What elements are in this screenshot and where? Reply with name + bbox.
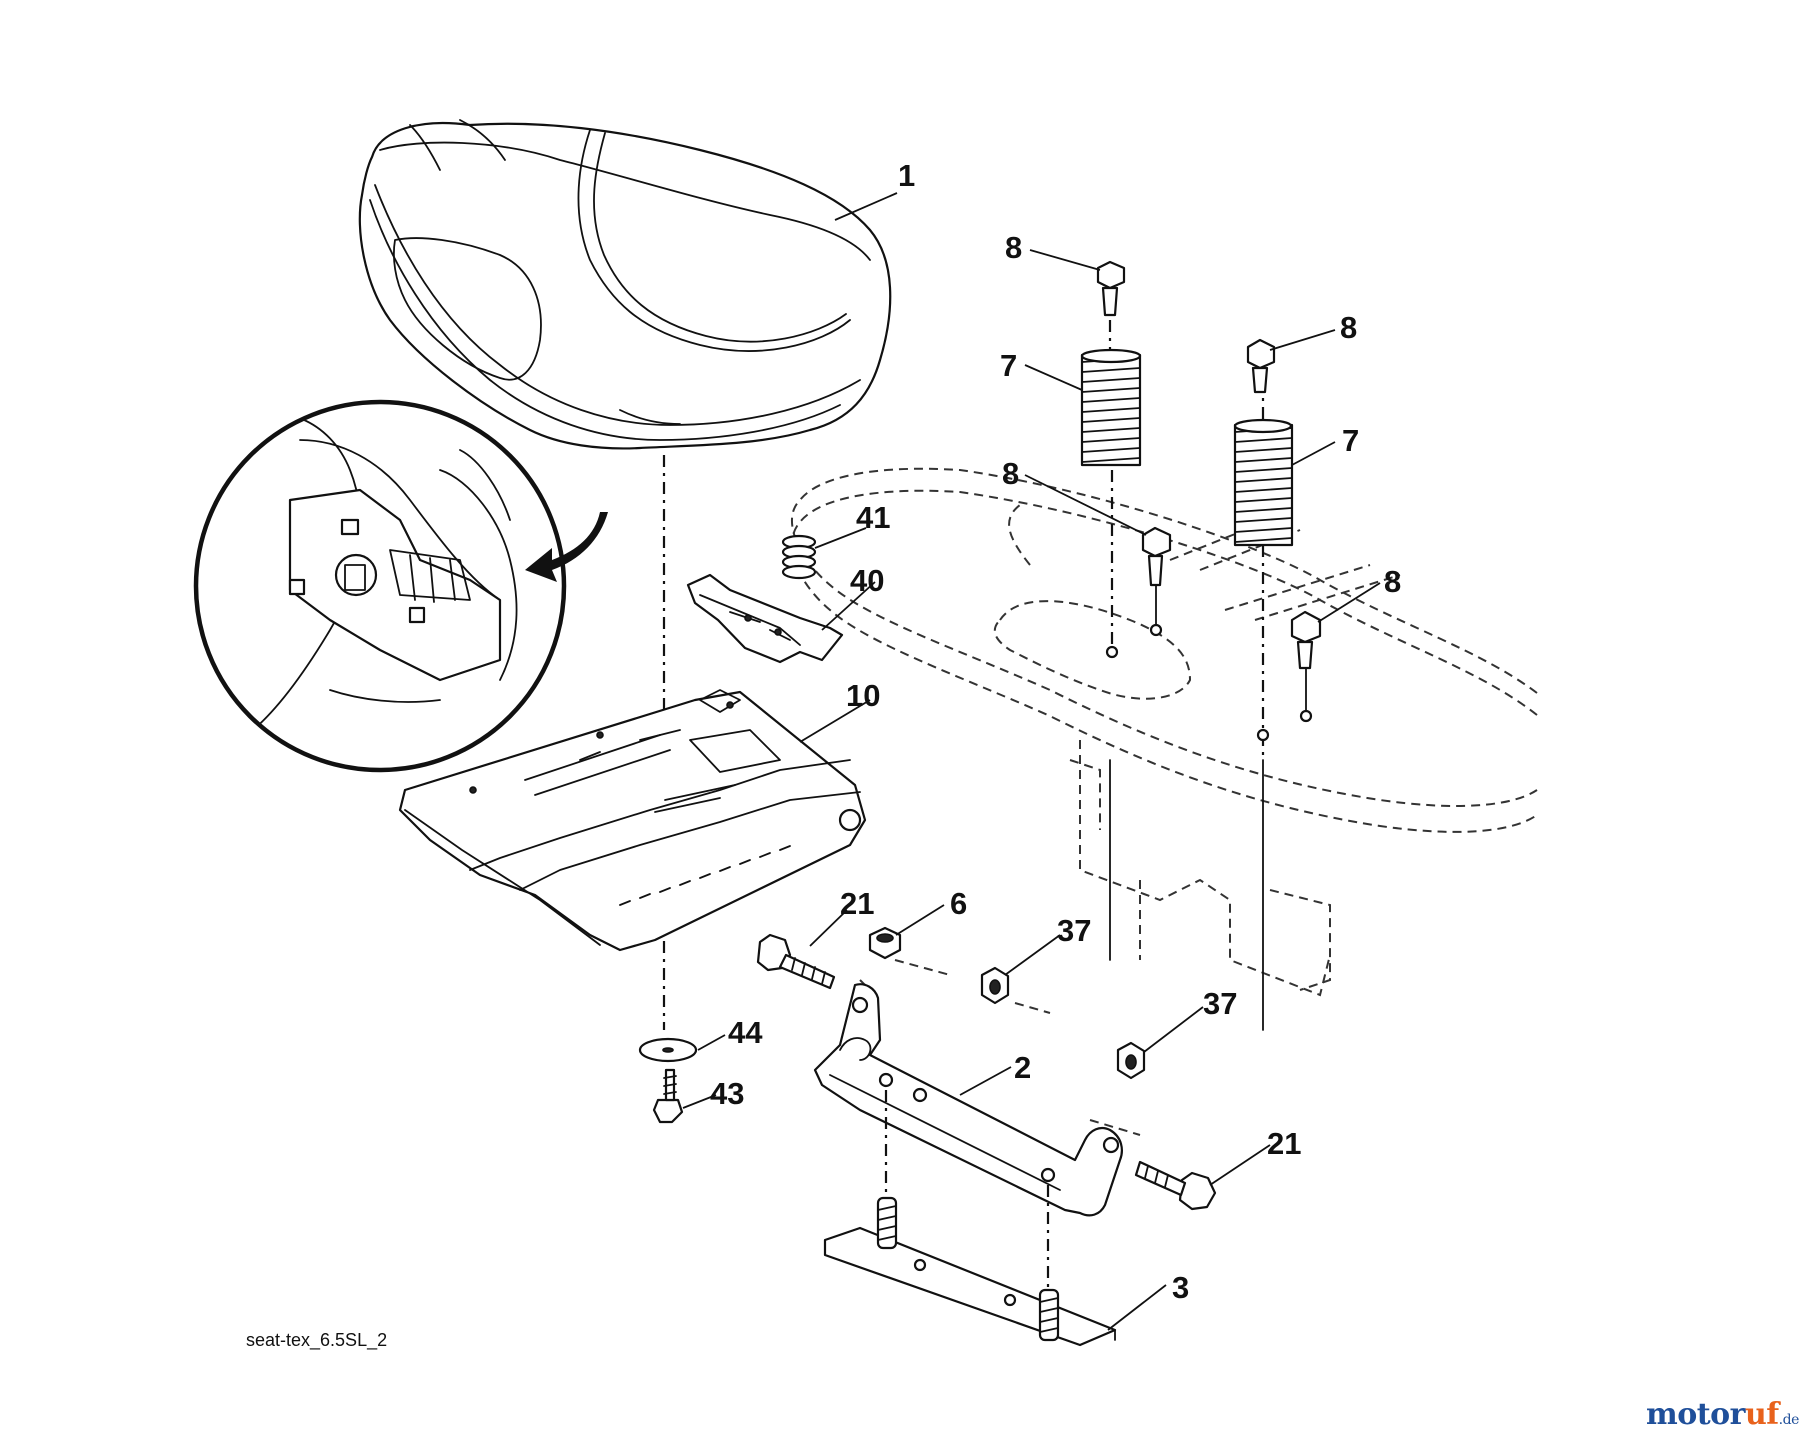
slide <box>686 573 844 664</box>
callout-spring-right: 7 <box>1342 423 1360 458</box>
nut-mid <box>980 966 1010 1005</box>
watermark-logo: motoruf.de <box>1646 1397 1799 1432</box>
nut-top <box>868 926 902 960</box>
bolt-top-left <box>1096 260 1126 317</box>
callout-nut-lower: 37 <box>1203 986 1238 1021</box>
screw <box>652 1068 684 1124</box>
bolt-mid-right <box>1290 610 1322 670</box>
callout-nut-mid: 37 <box>1057 913 1092 948</box>
callout-bolt-mid-left: 8 <box>1002 456 1020 491</box>
callout-screw: 43 <box>710 1076 745 1111</box>
callout-bolt-top-left: 8 <box>1005 230 1023 265</box>
callout-small-spring: 41 <box>856 500 891 535</box>
small-spring <box>781 534 817 580</box>
bolt-left <box>756 933 836 990</box>
callout-nut-top: 6 <box>950 886 968 921</box>
washer <box>638 1037 698 1063</box>
callout-bolt-left: 21 <box>840 886 875 921</box>
assembly-lines <box>859 959 1051 1014</box>
callout-mount-plate: 3 <box>1172 1270 1190 1305</box>
callout-bolt-right: 21 <box>1267 1126 1302 1161</box>
stud-left <box>876 1196 898 1250</box>
bolt-top-right <box>1246 338 1276 394</box>
seat-pan-slots <box>619 845 791 906</box>
bolt-mid-left <box>1141 526 1172 587</box>
callout-slide: 40 <box>850 563 885 598</box>
callout-spring-left: 7 <box>1000 348 1018 383</box>
mount-plate <box>823 1196 1117 1347</box>
watermark-brand: motor <box>1646 1397 1745 1432</box>
detail-view <box>193 399 608 773</box>
diagram-code: seat-tex_6.5SL_2 <box>246 1330 388 1350</box>
seat-pan <box>398 689 867 952</box>
seat-bracket <box>813 983 1123 1217</box>
seat <box>358 119 892 450</box>
hole-b <box>1105 645 1119 659</box>
watermark-brand-accent: uf <box>1744 1397 1779 1432</box>
assembly-lines-2 <box>1089 1119 1141 1136</box>
callout-seat: 1 <box>898 158 916 193</box>
callout-bolt-top-right: 8 <box>1340 310 1358 345</box>
callout-bolt-mid-right: 8 <box>1384 564 1402 599</box>
nut-lower <box>1116 1041 1146 1080</box>
stud-right <box>1038 1288 1060 1342</box>
watermark-tld: .de <box>1778 1412 1800 1428</box>
leader-lines <box>682 192 1381 1331</box>
callout-seat-bracket: 2 <box>1014 1050 1032 1085</box>
hole-d <box>1256 728 1270 742</box>
spring-right <box>1233 418 1294 547</box>
callout-washer: 44 <box>728 1015 763 1050</box>
callout-seat-pan: 10 <box>846 678 881 713</box>
spring-left <box>1080 348 1142 467</box>
bolt-right <box>1134 1160 1217 1211</box>
hole-a <box>1149 623 1163 637</box>
hole-c <box>1299 709 1313 723</box>
